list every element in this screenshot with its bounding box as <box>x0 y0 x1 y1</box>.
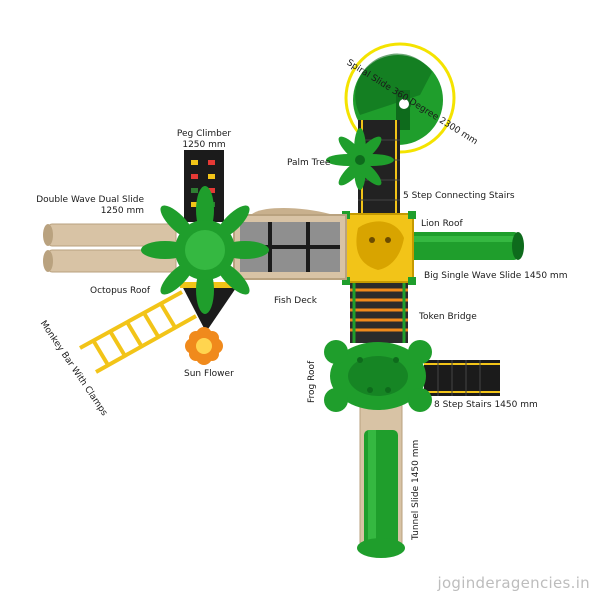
label-five-step-stairs: 5 Step Connecting Stairs <box>403 191 515 201</box>
palm-tree-shape <box>326 128 394 190</box>
label-peg-climber-title: Peg Climber <box>176 129 232 139</box>
label-tunnel-slide: Tunnel Slide 1450 mm <box>411 439 421 540</box>
sun-flower-shape <box>185 327 223 365</box>
watermark: joginderagencies.in <box>437 574 590 592</box>
label-frog-roof: Frog Roof <box>307 360 317 403</box>
eight-step-stairs-shape <box>424 360 500 396</box>
token-bridge-shape <box>350 283 408 343</box>
label-double-wave-slide-size: 1250 mm <box>100 206 144 216</box>
label-lion-roof: Lion Roof <box>421 219 463 229</box>
frog-roof-shape <box>324 340 432 412</box>
monkey-bar-shape <box>79 290 197 374</box>
label-peg-climber: Peg Climber 1250 mm <box>170 129 238 151</box>
label-sun-flower: Sun Flower <box>184 369 234 379</box>
label-eight-step-stairs: 8 Step Stairs 1450 mm <box>434 400 538 410</box>
label-big-single-wave-slide: Big Single Wave Slide 1450 mm <box>424 271 568 281</box>
tunnel-slide-shape <box>357 399 405 558</box>
octopus-roof-shape <box>141 186 269 332</box>
label-palm-tree: Palm Tree <box>287 158 331 168</box>
label-double-wave-slide: Double Wave Dual Slide 1250 mm <box>24 195 144 217</box>
label-double-wave-slide-title: Double Wave Dual Slide <box>36 195 144 205</box>
lion-roof-shape <box>342 211 416 285</box>
label-fish-deck: Fish Deck <box>274 296 317 306</box>
double-wave-dual-slide-shape <box>43 223 177 273</box>
label-peg-climber-size: 1250 mm <box>182 140 226 150</box>
label-octopus-roof: Octopus Roof <box>90 286 151 296</box>
big-single-wave-slide-shape <box>410 232 524 260</box>
label-token-bridge: Token Bridge <box>419 312 477 322</box>
